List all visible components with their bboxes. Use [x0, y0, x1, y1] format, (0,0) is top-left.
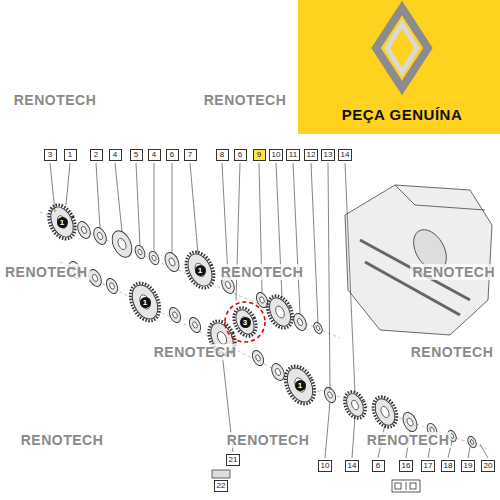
callout-number: 1: [64, 149, 77, 161]
callout-number: 9: [253, 149, 266, 161]
leader-line: [311, 163, 318, 323]
highlight-circle: [225, 302, 265, 342]
gear-part: [230, 304, 261, 340]
callout-number: 11: [286, 149, 300, 161]
gear-part: [75, 219, 93, 240]
callout-number: 3: [44, 149, 57, 161]
gear-part: [187, 316, 203, 335]
gear-part: [44, 201, 81, 244]
callout-number: 14: [338, 149, 353, 161]
leader-line: [136, 163, 140, 246]
callout-number: 10: [318, 460, 333, 472]
leader-line: [325, 402, 330, 458]
gear-part: [167, 306, 183, 325]
logo-caption: PEÇA GENUÍNA: [342, 106, 462, 123]
gear-part: [466, 435, 478, 449]
callout-number: 10: [269, 149, 284, 161]
watermark: RENOTECH: [19, 432, 106, 448]
gear-part: [250, 349, 266, 368]
gear-part: [312, 321, 324, 335]
gear-part: [400, 410, 420, 433]
leader-line: [96, 163, 100, 228]
callout-number: 22: [214, 480, 229, 492]
leader-line: [328, 163, 330, 390]
gear-part: [280, 361, 321, 408]
callout-number: 6: [372, 460, 385, 472]
watermark: RENOTECH: [12, 92, 99, 108]
gear-part: [291, 311, 309, 332]
logo-panel: [298, 0, 500, 134]
leader-line: [154, 163, 155, 252]
part-number-badge: 1: [57, 217, 68, 228]
gear-part: [133, 244, 147, 260]
gear-part: [108, 228, 136, 261]
leader-line: [345, 163, 355, 394]
bracket-part: [212, 470, 230, 478]
renault-logo: [376, 8, 428, 88]
watermark: RENOTECH: [365, 432, 452, 448]
watermark: RENOTECH: [409, 344, 496, 360]
callout-number: 21: [226, 454, 241, 466]
callout-number: 17: [421, 460, 436, 472]
watermark: RENOTECH: [152, 344, 239, 360]
part-number-badge: 3: [240, 317, 251, 328]
leader-line: [172, 163, 173, 253]
callout-number: 2: [90, 149, 103, 161]
gear-part: [263, 292, 298, 332]
leader-line: [222, 163, 228, 277]
gear-part: [147, 250, 161, 266]
gear-part: [125, 278, 166, 325]
leader-line: [480, 444, 488, 458]
callout-number: 4: [148, 149, 161, 161]
gear-part: [162, 250, 182, 273]
callout-number: 16: [399, 460, 414, 472]
part-number-badge: 1: [195, 265, 206, 276]
callout-number: 18: [441, 460, 456, 472]
watermark: RENOTECH: [219, 264, 306, 280]
watermark: RENOTECH: [410, 264, 497, 280]
gear-part: [181, 247, 220, 292]
callout-number: 8: [216, 149, 229, 161]
watermark: RENOTECH: [3, 264, 90, 280]
callout-number: 13: [321, 149, 336, 161]
leader-line: [115, 163, 122, 232]
callout-number: 7: [184, 149, 197, 161]
callout-number: 14: [345, 460, 360, 472]
callout-number: 6: [166, 149, 179, 161]
callout-number: 20: [481, 460, 496, 472]
gear-part: [104, 277, 120, 296]
callout-number: 19: [461, 460, 476, 472]
callout-number: 5: [130, 149, 143, 161]
leader-line: [352, 416, 355, 458]
watermark: RENOTECH: [225, 432, 312, 448]
symbol-box: [392, 480, 420, 492]
leader-line: [190, 163, 198, 254]
axis-line: [40, 212, 490, 450]
callout-number: 6: [234, 149, 247, 161]
callout-number: 4: [109, 149, 122, 161]
leader-line: [66, 163, 70, 205]
gear-part: [91, 225, 109, 246]
callout-number: 12: [304, 149, 319, 161]
leader-line: [50, 163, 55, 212]
leader-line: [468, 447, 470, 458]
gearbox-housing: [345, 185, 492, 335]
part-number-badge: 1: [140, 297, 151, 308]
watermark: RENOTECH: [202, 92, 289, 108]
part-number-badge: 1: [295, 380, 306, 391]
leader-line: [293, 163, 300, 314]
